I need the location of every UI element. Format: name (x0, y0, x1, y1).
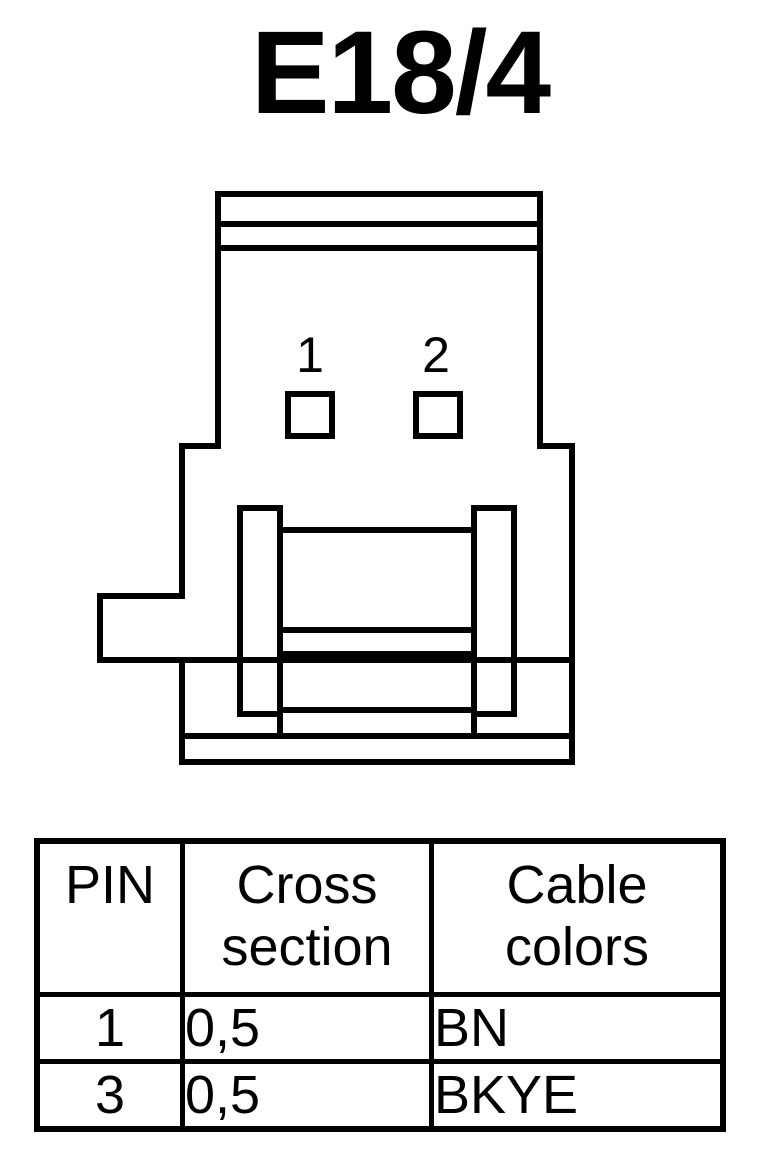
pin-label-1: 1 (296, 327, 324, 383)
table-row: 1 0,5 BN (34, 992, 726, 1064)
connector-title: E18/4 (250, 7, 551, 139)
header-cross-section: Cross section (180, 838, 434, 997)
header-pin-label: PIN (64, 855, 156, 915)
header-cross-section-line-2: section (221, 917, 393, 977)
latch-post-left (237, 505, 283, 717)
row-2-cable-color: BKYE (429, 1059, 726, 1132)
table-row: 3 0,5 BKYE (34, 1059, 726, 1132)
pin-cavity-2 (413, 391, 463, 439)
row-1-cross-section: 0,5 (180, 992, 434, 1064)
header-cross-section-line-1: Cross (236, 855, 378, 915)
housing-outline (97, 191, 575, 765)
header-cable-colors-line-1: Cable (506, 855, 648, 915)
pin-cavity-1 (285, 391, 335, 439)
row-2-pin: 3 (34, 1059, 185, 1132)
pin-table: PIN Cross section Cable colors 1 0,5 BN … (34, 838, 726, 1132)
pin-label-2: 2 (422, 327, 450, 383)
pin-table-header-row: PIN Cross section Cable colors (34, 838, 726, 997)
header-cable-colors: Cable colors (429, 838, 726, 997)
row-2-cross-section: 0,5 (180, 1059, 434, 1132)
header-pin: PIN (34, 838, 185, 997)
connector-drawing: 1 2 (97, 191, 575, 765)
row-1-pin: 1 (34, 992, 185, 1064)
row-1-cable-color: BN (429, 992, 726, 1064)
latch-post-right (471, 505, 517, 717)
header-cable-colors-line-2: colors (504, 917, 650, 977)
